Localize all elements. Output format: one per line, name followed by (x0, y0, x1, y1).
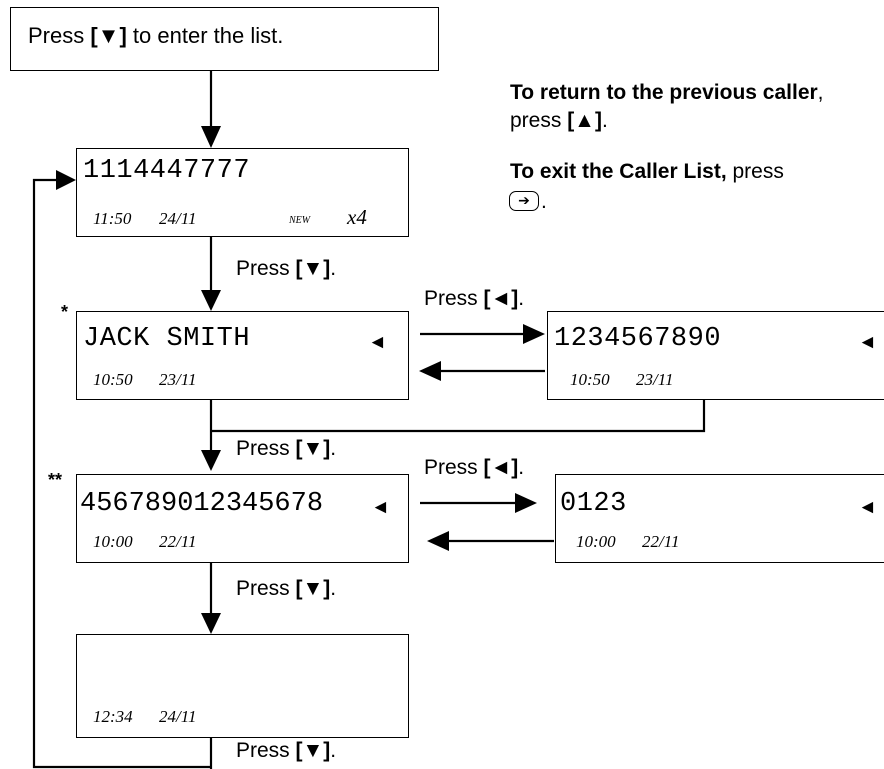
call-time: 11:50 (93, 209, 132, 228)
up-key-label: [▲] (567, 109, 602, 132)
exit-note: To exit the Caller List, press (510, 160, 784, 183)
left-arrow-indicator-icon: ◄ (858, 332, 877, 353)
exit-note-period: . (541, 190, 547, 213)
caller-entry-2-number-view: 1234567890 ◄ 10:50 23/11 (547, 311, 884, 400)
marker-single: * (61, 302, 69, 322)
caller-entry-2: JACK SMITH ◄ 10:50 23/11 (76, 311, 409, 400)
start-instruction: Press [▼] to enter the list. (28, 23, 284, 48)
down-key-label: [▼] (90, 23, 127, 48)
press-down-label-2: Press [▼]. (236, 437, 337, 460)
call-date: 23/11 (636, 370, 674, 389)
press-left-label-1: Press [◄]. (424, 287, 525, 310)
caller-entry-3: 456789012345678 ◄ 10:00 22/11 (76, 474, 409, 563)
press-down-label-1: Press [▼]. (236, 257, 337, 280)
call-time: 10:00 (93, 532, 133, 551)
marker-double: ** (48, 470, 63, 490)
call-time: 12:34 (93, 707, 133, 726)
press-down-label-4: Press [▼]. (236, 739, 337, 762)
caller-entry-1: 1114447777 11:50 24/11 NEW x4 (76, 148, 409, 237)
caller-entry-3-number-view: 0123 ◄ 10:00 22/11 (555, 474, 884, 563)
call-time: 10:50 (93, 370, 133, 389)
return-note: To return to the previous caller, press … (510, 81, 824, 132)
caller-number: 1234567890 (554, 324, 722, 354)
caller-name: JACK SMITH (83, 324, 251, 354)
call-date: 24/11 (159, 707, 197, 726)
off-key-icon: ➔ (509, 191, 539, 211)
caller-number: 1114447777 (83, 156, 251, 186)
caller-number: 0123 (560, 489, 627, 519)
left-arrow-indicator-icon: ◄ (368, 332, 387, 353)
call-date: 22/11 (159, 532, 197, 551)
press-left-label-2: Press [◄]. (424, 456, 525, 479)
call-date: 22/11 (642, 532, 680, 551)
caller-number: 456789012345678 (80, 489, 324, 519)
call-time: 10:00 (576, 532, 616, 551)
call-date: 24/11 (159, 209, 197, 228)
call-date: 23/11 (159, 370, 197, 389)
new-badge: NEW (289, 215, 311, 226)
call-time: 10:50 (570, 370, 610, 389)
caller-entry-4: 12:34 24/11 (76, 634, 409, 738)
call-count: x4 (347, 205, 367, 229)
left-arrow-indicator-icon: ◄ (858, 497, 877, 518)
left-arrow-indicator-icon: ◄ (371, 497, 390, 518)
press-down-label-3: Press [▼]. (236, 577, 337, 600)
start-box: Press [▼] to enter the list. (10, 7, 439, 71)
